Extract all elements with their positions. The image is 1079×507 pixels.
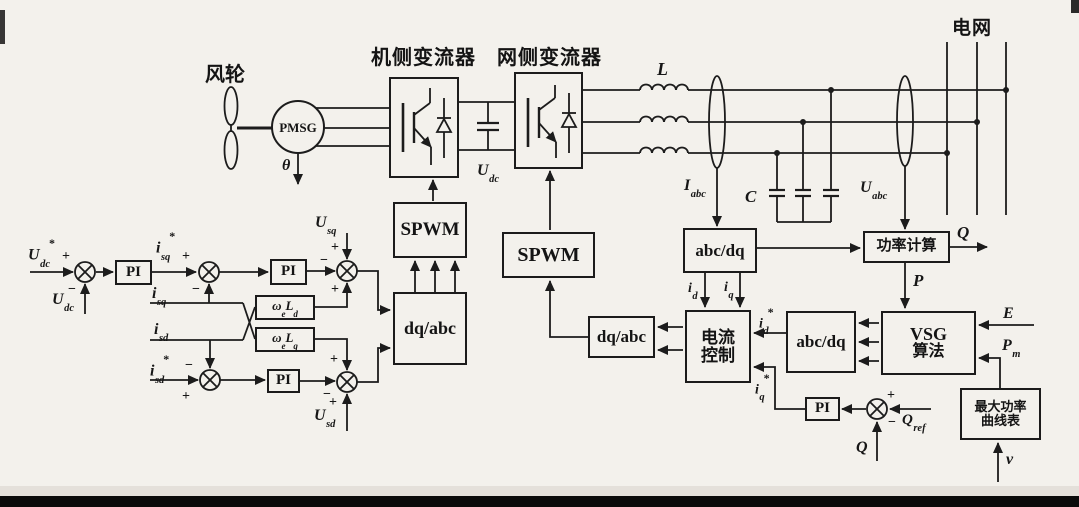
sign-minus-udc: − (68, 282, 76, 297)
label-udc-feedback: Udc (52, 291, 74, 315)
block-pi-3: PI (267, 369, 300, 393)
weld-label: ωeLd (272, 297, 298, 319)
label-uabc: Uabc (860, 179, 888, 203)
block-pi-2: PI (270, 259, 307, 285)
sign-plus-welq: + (330, 352, 338, 367)
current-control-line1: 电流 (701, 327, 735, 347)
label-Q-out: Q (957, 223, 970, 242)
label-iabc: Iabc (684, 177, 706, 201)
grid-converter-symbol (514, 72, 583, 169)
block-current-control: 电流 控制 (685, 310, 751, 383)
sign-minus-isd: − (185, 358, 193, 373)
block-spwm-machine: SPWM (393, 202, 467, 258)
heading-wind-turbine: 风轮 (205, 64, 245, 86)
block-mppt: 最大功率 曲线表 (960, 388, 1041, 440)
label-usd: Usd (314, 407, 336, 431)
label-Pm: Pm (1002, 337, 1021, 361)
sign-plus-qref: + (887, 388, 895, 403)
grid-control-wires (545, 170, 1034, 482)
machine-converter-symbol (389, 77, 459, 178)
label-iq: iq (724, 280, 734, 301)
label-v: v (1006, 451, 1014, 468)
welq-label: ωeLq (272, 329, 298, 351)
label-Q-feedback: Q (856, 439, 868, 456)
label-filter-C: C (745, 187, 757, 206)
wind-blades (223, 86, 272, 170)
sign-plus-weld: + (331, 282, 339, 297)
block-abcdq-measure: abc/dq (683, 228, 757, 273)
label-udc-link: Udc (477, 162, 499, 186)
label-id-ref: id* (759, 305, 774, 338)
label-isd: isd (154, 321, 169, 345)
sign-minus-pi3: − (323, 387, 331, 402)
heading-grid-converter: 网侧变流器 (497, 47, 602, 69)
block-pi-1: PI (115, 260, 152, 285)
grid-busbars (946, 42, 1007, 215)
filter-capacitor-bank (769, 90, 839, 223)
label-inductor-L: L (657, 59, 668, 79)
heading-grid: 电网 (952, 18, 993, 39)
label-theta: θ (282, 157, 291, 174)
block-pi-4: PI (805, 397, 840, 421)
connection-dots (774, 87, 1009, 156)
measurement-arrows (712, 166, 910, 230)
block-abcdq-vsg: abc/dq (786, 311, 856, 373)
bottom-black-bar (0, 496, 1079, 507)
sign-plus-isqref: + (182, 249, 190, 264)
block-power-calc: 功率计算 (863, 231, 950, 263)
label-Qref: Qref (902, 412, 926, 434)
vsg-line2: 算法 (912, 343, 945, 361)
machine-three-phase-lines (316, 107, 390, 147)
grid-three-phase-lines (582, 83, 1006, 154)
dc-voltage-loop-wires (30, 233, 391, 431)
mppt-line1: 最大功率 (974, 399, 1027, 415)
block-welq: ωeLq (255, 327, 315, 352)
sign-minus-isq: − (192, 282, 200, 297)
block-dqabc-grid: dq/abc (588, 316, 655, 358)
heading-machine-converter: 机侧变流器 (371, 47, 476, 69)
mppt-line2: 曲线表 (980, 413, 1020, 428)
label-usq: Usq (315, 214, 337, 238)
sign-plus-usq: + (331, 240, 339, 255)
label-udc-ref: Udc* (28, 236, 55, 270)
block-vsg: VSG 算法 (881, 311, 976, 375)
block-dqabc-machine: dq/abc (393, 292, 467, 365)
dc-link-capacitor (458, 101, 515, 151)
label-id: id (688, 281, 698, 302)
block-weld: ωeLd (255, 295, 315, 320)
current-control-line2: 控制 (701, 345, 735, 365)
label-E: E (1003, 305, 1014, 322)
machine-modulation-wires (410, 179, 460, 292)
block-pmsg-label: PMSG (279, 120, 317, 135)
sign-plus-udcref: + (62, 249, 70, 264)
label-isd-ref: isd* (150, 352, 170, 386)
label-P: P (913, 271, 924, 290)
label-isq-ref: isq* (156, 229, 176, 263)
sign-minus-pi2: − (320, 253, 328, 268)
label-iq-ref: iq* (755, 371, 770, 404)
sign-plus-usd: + (329, 395, 337, 410)
summing-junctions (74, 260, 888, 420)
sign-minus-qfb: − (888, 415, 896, 430)
scan-artifacts (0, 0, 1079, 496)
label-isq: isq (152, 285, 167, 309)
sign-plus-isdref: + (182, 389, 190, 404)
block-spwm-grid: SPWM (502, 232, 595, 278)
vsg-line1: VSG (909, 324, 947, 345)
